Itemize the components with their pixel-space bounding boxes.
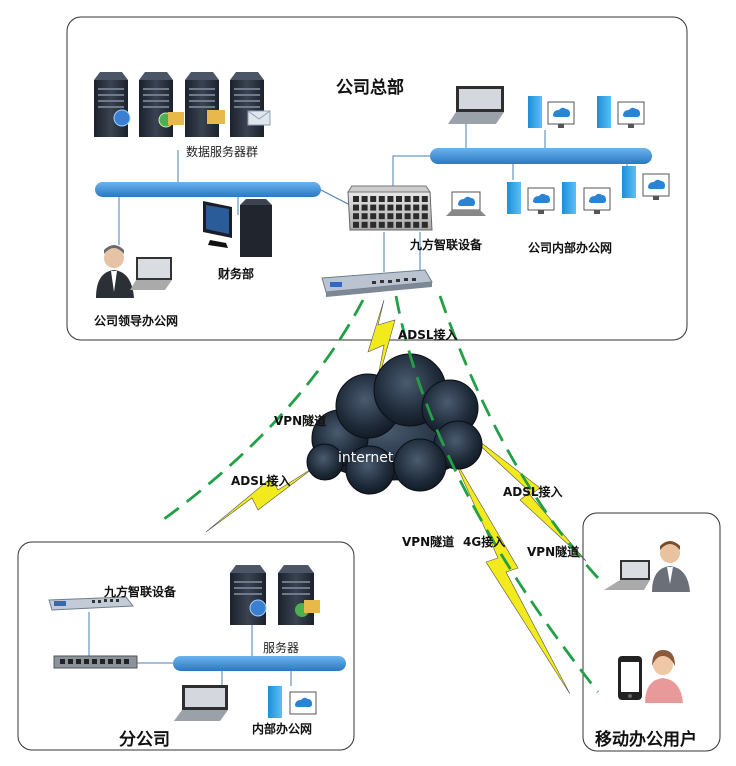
- server-icon: [139, 72, 184, 137]
- vpn-tunnels: [159, 295, 600, 693]
- vpn-tunnel-right-label: VPN隧道: [527, 544, 579, 559]
- internal-laptop-cloud-icon: [446, 191, 486, 216]
- hq-device-label: 九方智联设备: [409, 237, 483, 252]
- mobile-4g-lightning-icon: [451, 454, 571, 695]
- vpn-tunnel-mid-label: VPN隧道: [402, 534, 454, 549]
- branch-connection-lines: [88, 612, 292, 687]
- hq-left-bus: [95, 182, 321, 197]
- mobile-region: [582, 512, 721, 752]
- hq-right-bus: [430, 148, 652, 164]
- server-icon: [185, 72, 225, 137]
- adsl-hq-label: ADSL接入: [398, 327, 458, 342]
- finance-label: 财务部: [217, 266, 254, 281]
- internal-pc-icon: [507, 182, 555, 214]
- leaders-label: 公司领导办公网: [94, 313, 178, 328]
- data-servers-label: 数据服务器群: [186, 144, 258, 159]
- mobile-male-user-icon: [652, 541, 690, 592]
- finance-pc-icon: [203, 199, 272, 257]
- adsl-branch-label: ADSL接入: [231, 473, 291, 488]
- internal-pc-icon: [562, 182, 611, 214]
- mobile-adsl-lightning-icon: [457, 424, 587, 562]
- branch-internal-pc-icon: [268, 686, 317, 718]
- internal-pc-icon: [528, 96, 575, 128]
- hq-rack-device-icon: [347, 185, 433, 231]
- leader-person-icon: [96, 245, 134, 298]
- adsl-mobile-label: ADSL接入: [503, 484, 563, 499]
- branch-device-label: 九方智联设备: [103, 584, 177, 599]
- branch-bus: [173, 656, 346, 671]
- branch-server-icon: [278, 565, 320, 625]
- branch-server-label: 服务器: [263, 640, 299, 655]
- branch-router-icon: [48, 596, 134, 611]
- mobile-female-user-icon: [645, 650, 683, 703]
- mobile-title: 移动办公用户: [595, 729, 697, 750]
- hq-laptop-icon: [448, 86, 504, 124]
- branch-laptop-icon: [174, 685, 228, 721]
- hq-title: 公司总部: [336, 77, 404, 98]
- branch-server-icon: [230, 565, 267, 625]
- branch-switch-icon: [53, 655, 138, 669]
- internet-cloud-icon: [306, 353, 483, 495]
- server-icon: [94, 72, 131, 137]
- fourg-label: 4G接入: [463, 534, 505, 549]
- branch-internal-label: 内部办公网: [252, 721, 312, 736]
- data-server-group: [94, 72, 271, 137]
- branch-title: 分公司: [119, 730, 170, 750]
- hq-router-icon: [321, 269, 433, 297]
- leader-laptop-icon: [130, 257, 172, 290]
- vpn-tunnel-left-label: VPN隧道: [274, 413, 326, 428]
- server-icon: [230, 72, 271, 137]
- mobile-laptop-icon: [604, 560, 650, 590]
- internal-pc-icon: [597, 96, 645, 128]
- internet-label: internet: [338, 450, 394, 466]
- internal-network-label: 公司内部办公网: [528, 240, 612, 255]
- hq-connection-lines: [118, 120, 628, 272]
- internal-pc-icon: [622, 166, 670, 200]
- mobile-phone-icon: [618, 656, 642, 700]
